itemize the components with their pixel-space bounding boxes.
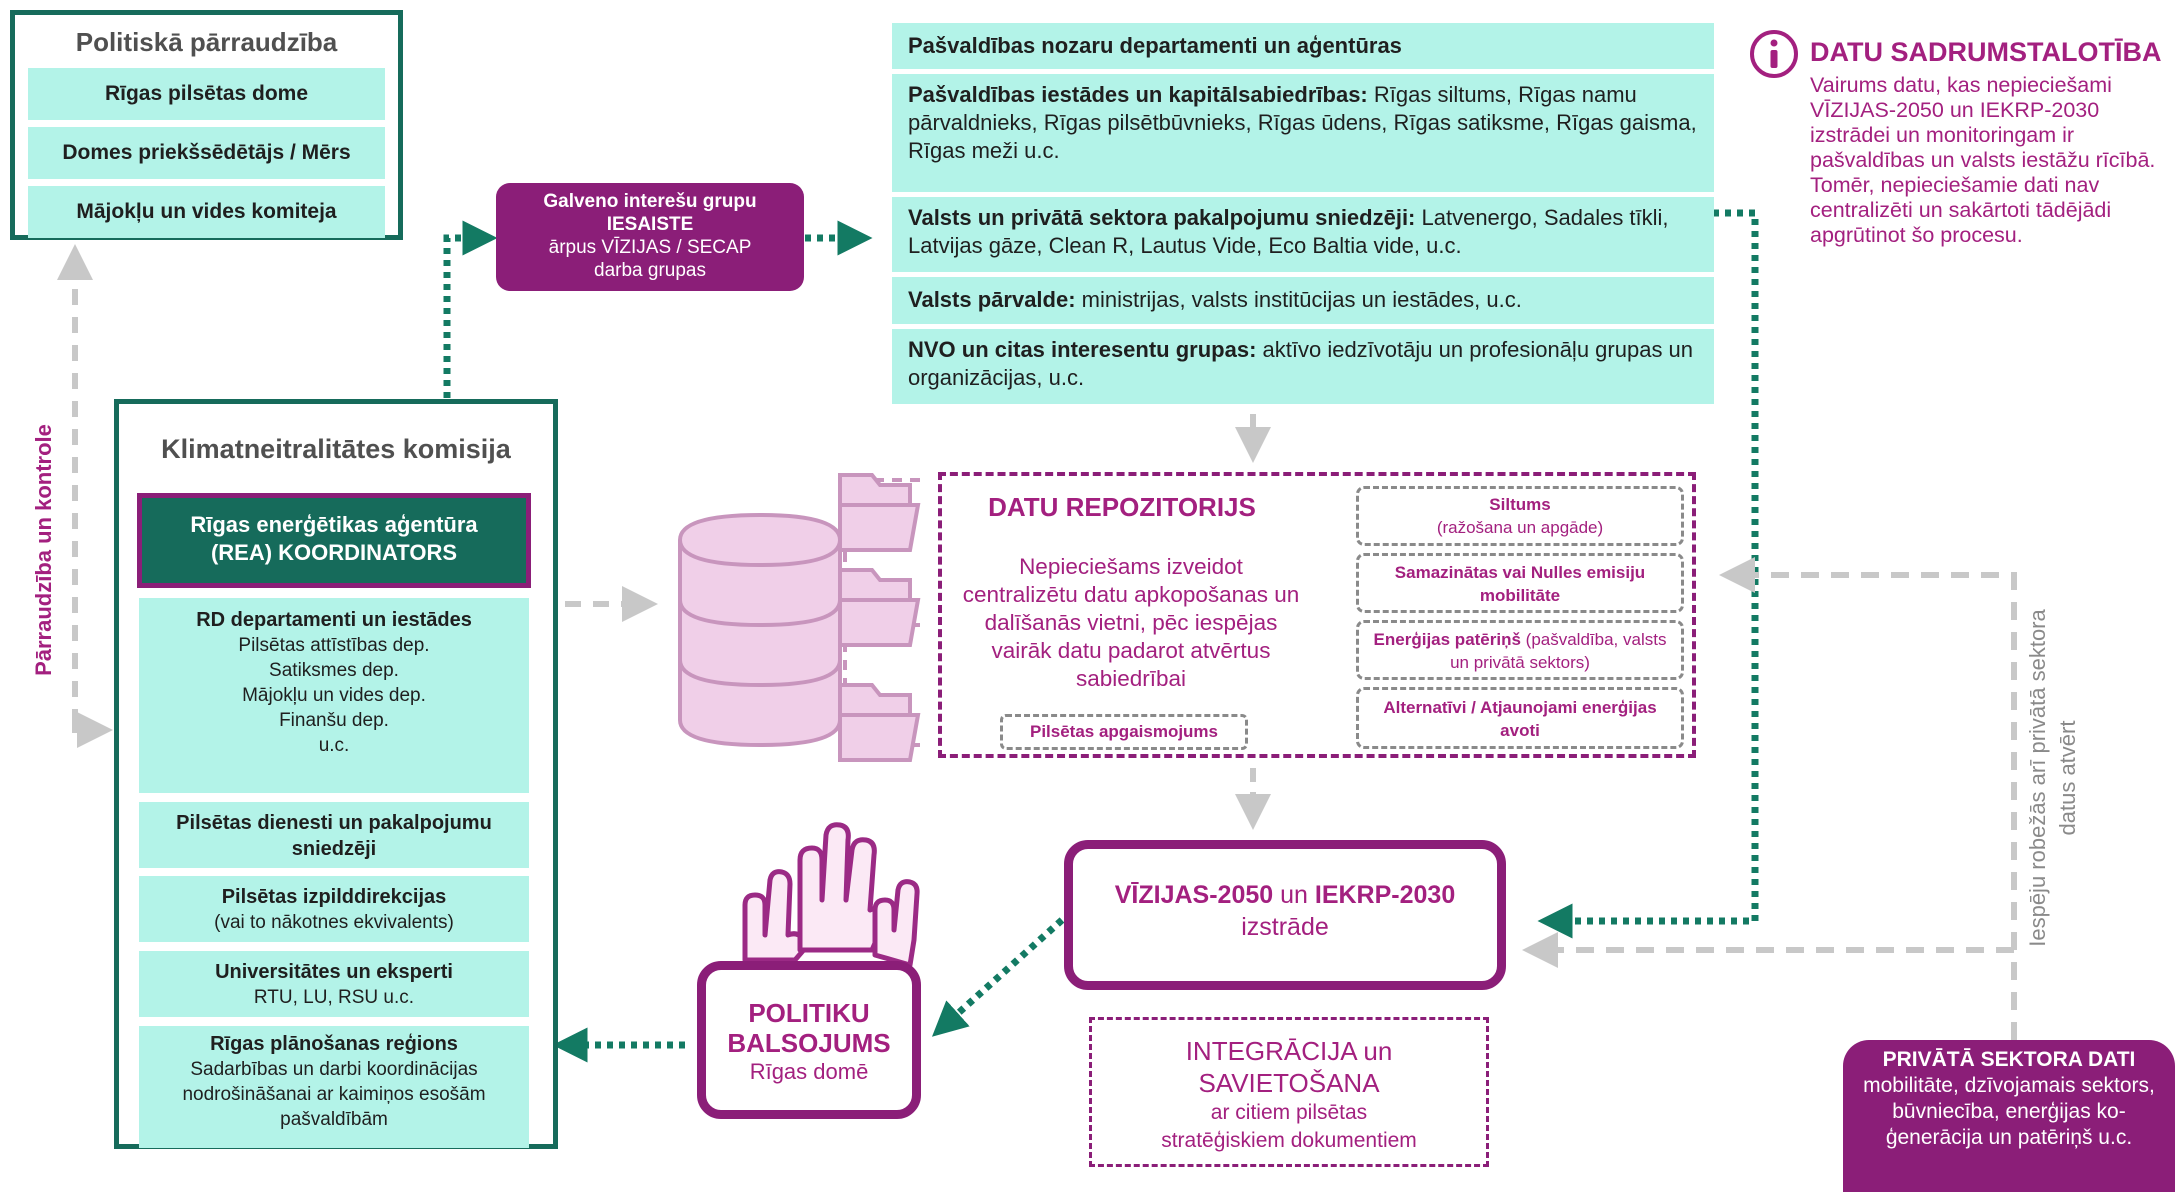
commission-title: Klimatneitralitātes komisija bbox=[161, 434, 511, 464]
repository-text: Nepieciešams izveidot centralizētu datu … bbox=[962, 554, 1300, 691]
category-renewables: Alternatīvi / Atjaunojami enerģijas avot… bbox=[1356, 687, 1684, 749]
category-city-lighting: Pilsētas apgaismojums bbox=[1000, 714, 1248, 750]
rd-dept-item: Mājokļu un vides dep. bbox=[242, 685, 426, 706]
voting-line-2: BALSOJUMS bbox=[727, 1028, 891, 1058]
vision-and: un bbox=[1273, 881, 1315, 909]
stakeholder-groups-list: Pašvaldības nozaru departamenti un aģent… bbox=[892, 23, 1714, 404]
iekrp-label: IEKRP-2030 bbox=[1314, 881, 1456, 909]
city-services: Pilsētas dienesti un pakalpojumu sniedzē… bbox=[139, 802, 529, 868]
stakeholder-municipal-companies: Pašvaldības iestādes un kapitālsabiedrīb… bbox=[892, 74, 1714, 192]
political-oversight-title: Politiskā pārraudzība bbox=[75, 27, 338, 57]
rd-departments: RD departamenti un iestādes Pilsētas att… bbox=[139, 598, 529, 793]
oversight-item-city-council: Rīgas pilsētas dome bbox=[28, 68, 385, 120]
category-energy-bold: Enerģijas patēriņš bbox=[1373, 630, 1521, 649]
category-energy-consumption: Enerģijas patēriņš (pašvaldība, valsts u… bbox=[1356, 620, 1684, 680]
rd-dept-item: Pilsētas attīstības dep. bbox=[238, 635, 430, 656]
city-executive-directorates: Pilsētas izpilddirekcijas (vai to nākotn… bbox=[139, 876, 529, 942]
stakeholder-0-bold: Pašvaldības nozaru departamenti un aģent… bbox=[908, 33, 1402, 58]
integration-line-4: stratēģiskiem dokumentiem bbox=[1161, 1129, 1417, 1152]
vision-2050-label: VĪZIJAS-2050 bbox=[1114, 881, 1274, 909]
private-data-text: mobilitāte, dzīvojamais sektors, būvniec… bbox=[1863, 1074, 2155, 1149]
stakeholder-3-text: ministrijas, valsts institūcijas un iest… bbox=[1075, 287, 1522, 312]
stakeholder-service-providers: Valsts un privātā sektora pakalpojumu sn… bbox=[892, 197, 1714, 272]
engagement-line-3: ārpus VĪZIJAS / SECAP bbox=[548, 237, 752, 258]
rea-coordinator: Rīgas enerģētikas aģentūra (REA) KOORDIN… bbox=[137, 493, 531, 588]
engagement-line-1: Galveno interešu grupu bbox=[543, 191, 757, 212]
stakeholder-ngo: NVO un citas interesentu grupas: aktīvo … bbox=[892, 329, 1714, 404]
integration-line-1: INTEGRĀCIJA un bbox=[1185, 1036, 1393, 1066]
uni-sub: RTU, LU, RSU u.c. bbox=[253, 987, 415, 1008]
repository-title: DATU REPOZITORIJS bbox=[988, 492, 1256, 522]
private-data-open-label: Iespēju robežās arī privātā sektora datu… bbox=[2025, 609, 2080, 947]
stakeholder-1-bold: Pašvaldības iestādes un kapitālsabiedrīb… bbox=[908, 82, 1368, 107]
category-energy-text: (pašvaldība, valsts un privātā sektors) bbox=[1450, 630, 1667, 672]
oversight-item-mayor: Domes priekšsēdētājs / Mērs bbox=[28, 127, 385, 179]
engagement-line-2: IESAISTE bbox=[606, 214, 694, 235]
uni-title: Universitātes un eksperti bbox=[215, 961, 453, 983]
integration-box: INTEGRĀCIJA un SAVIETOŠANA ar citiem pil… bbox=[1089, 1017, 1489, 1167]
rd-dept-item: Finanšu dep. bbox=[279, 710, 389, 731]
info-icon bbox=[1750, 30, 1798, 78]
folder-icons bbox=[838, 473, 921, 762]
vision-development-box: VĪZIJAS-2050 un IEKRP-2030 izstrāde bbox=[1064, 840, 1506, 990]
stakeholder-2-text: Latvenergo, Sadales tīkli, Latvijas gāze… bbox=[908, 205, 1669, 258]
policy-voting-box: POLITIKU BALSOJUMS Rīgas domē bbox=[697, 961, 921, 1119]
exec-title: Pilsētas izpilddirekcijas bbox=[221, 886, 447, 908]
voting-line-1: POLITIKU bbox=[748, 998, 870, 1028]
political-oversight-box: Politiskā pārraudzība Rīgas pilsētas dom… bbox=[10, 10, 403, 240]
voting-line-3: Rīgas domē bbox=[749, 1059, 869, 1084]
region-sub: Sadarbības un darbi koordinācijas nodroš… bbox=[182, 1059, 486, 1130]
category-heat: Siltums (ražošana un apgāde) bbox=[1356, 486, 1684, 546]
data-fragmentation-text: Vairums datu, kas nepieciešami VĪZIJAS-2… bbox=[1810, 73, 2156, 247]
integration-line-2: SAVIETOŠANA bbox=[1198, 1068, 1380, 1098]
data-fragmentation-note: DATU SADRUMSTALOTĪBA Vairums datu, kas n… bbox=[1748, 28, 2168, 298]
category-heat-bold: Siltums bbox=[1489, 495, 1551, 514]
vision-development-text: izstrāde bbox=[1241, 913, 1329, 941]
stakeholder-3-bold: Valsts pārvalde: bbox=[908, 287, 1076, 312]
database-icon bbox=[678, 512, 842, 748]
private-data-title: PRIVĀTĀ SEKTORA DATI bbox=[1882, 1048, 2136, 1071]
stakeholder-engagement-box: Galveno interešu grupu IESAISTE ārpus VĪ… bbox=[496, 183, 804, 291]
stakeholder-4-text: aktīvo iedzīvotāju un profesionāļu grupa… bbox=[908, 337, 1694, 390]
oversight-item-housing-committee: Mājokļu un vides komiteja bbox=[28, 186, 385, 238]
stakeholder-municipal-departments: Pašvaldības nozaru departamenti un aģent… bbox=[892, 23, 1714, 69]
riga-planning-region: Rīgas plānošanas reģions Sadarbības un d… bbox=[139, 1026, 529, 1148]
data-repository: DATU REPOZITORIJS Nepieciešams izveidot … bbox=[938, 472, 1696, 758]
stakeholder-4-bold: NVO un citas interesentu grupas: bbox=[908, 337, 1257, 362]
integration-line-3: ar citiem pilsētas bbox=[1210, 1101, 1368, 1124]
climate-neutrality-commission: Klimatneitralitātes komisija Rīgas enerģ… bbox=[114, 399, 558, 1149]
category-mobility: Samazinātas vai Nulles emisiju mobilitāt… bbox=[1356, 553, 1684, 613]
exec-sub: (vai to nākotnes ekvivalents) bbox=[214, 912, 454, 933]
rd-dept-item: Satiksmes dep. bbox=[269, 660, 399, 681]
data-fragmentation-title: DATU SADRUMSTALOTĪBA bbox=[1810, 37, 2162, 67]
stakeholder-state-administration: Valsts pārvalde: ministrijas, valsts ins… bbox=[892, 277, 1714, 324]
rd-departments-title: RD departamenti un iestādes bbox=[196, 609, 472, 631]
stakeholder-2-bold: Valsts un privātā sektora pakalpojumu sn… bbox=[908, 205, 1416, 230]
rd-dept-item: u.c. bbox=[318, 735, 350, 756]
stakeholder-1-text: Rīgas siltums, Rīgas namu pārvaldnieks, … bbox=[908, 82, 1697, 163]
vision-to-voting-arrow bbox=[931, 917, 1065, 1037]
category-heat-text: (ražošana un apgāde) bbox=[1436, 518, 1604, 537]
universities-experts: Universitātes un eksperti RTU, LU, RSU u… bbox=[139, 951, 529, 1017]
engagement-line-4: darba grupas bbox=[594, 260, 706, 281]
raised-hands-icon bbox=[742, 822, 920, 968]
private-sector-data-box: PRIVĀTĀ SEKTORA DATI mobilitāte, dzīvoja… bbox=[1843, 1040, 2175, 1192]
region-title: Rīgas plānošanas reģions bbox=[210, 1033, 458, 1055]
oversight-arrow bbox=[57, 244, 113, 748]
oversight-control-label: Pārraudzība un kontrole bbox=[31, 424, 56, 676]
